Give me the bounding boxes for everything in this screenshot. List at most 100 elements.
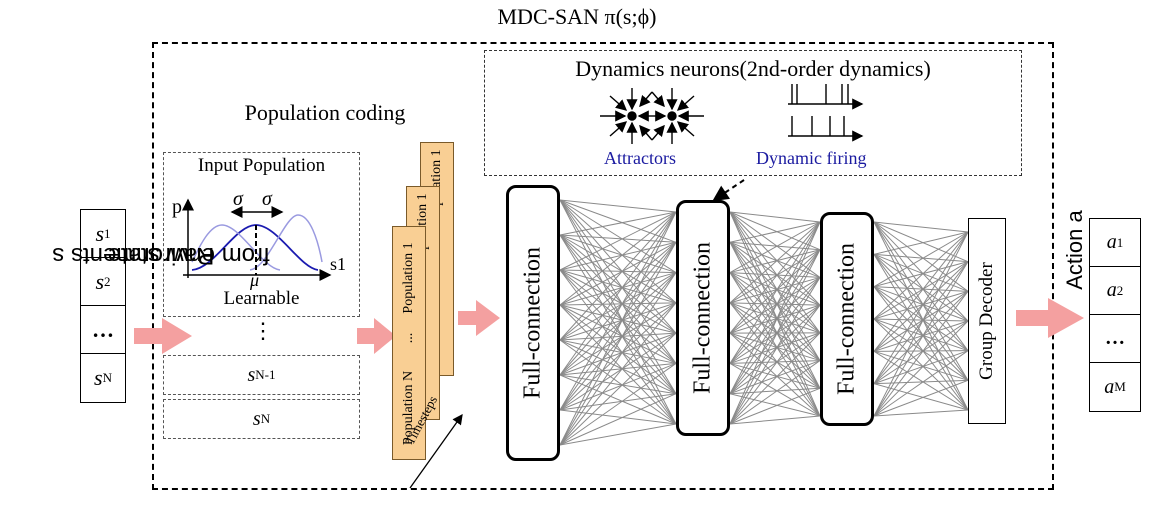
connection-line <box>873 290 969 352</box>
connection-line <box>559 374 677 395</box>
connection-line <box>729 302 821 306</box>
connection-line <box>873 286 969 411</box>
connection-line <box>873 221 969 263</box>
connection-line <box>559 339 677 364</box>
dynamic-firing-icon <box>788 84 864 142</box>
connection-line <box>729 332 821 389</box>
connection-line <box>559 272 677 411</box>
connection-line <box>729 272 821 334</box>
connection-line <box>729 249 821 274</box>
connection-line <box>729 211 821 389</box>
connection-line <box>559 272 677 376</box>
connection-line <box>873 261 969 417</box>
connection-line <box>873 253 969 322</box>
connection-line <box>559 332 677 376</box>
population-card-front: Population 1 ... Population N <box>392 226 426 460</box>
connection-line <box>559 269 677 395</box>
connection-line <box>559 374 677 425</box>
connection-line <box>559 304 677 364</box>
connection-line <box>729 387 821 425</box>
connection-line <box>729 332 821 425</box>
connection-line <box>873 254 969 411</box>
group-decoder: Group Decoder <box>968 218 1006 424</box>
dynamics-neurons-box <box>484 50 1022 176</box>
connection-line <box>559 332 677 411</box>
connection-line <box>729 304 821 425</box>
connection-line <box>559 211 677 376</box>
connection-line <box>873 286 969 352</box>
connection-line <box>873 286 969 292</box>
dynamic-firing-label: Dynamic firing <box>756 148 867 168</box>
connection-line <box>873 261 969 352</box>
connection-line <box>559 304 677 395</box>
connection-line <box>729 221 821 425</box>
connection-line <box>559 234 677 395</box>
connection-line <box>559 234 677 334</box>
attractors-icon <box>600 88 704 144</box>
connection-line <box>729 249 821 394</box>
connection-line <box>873 379 969 385</box>
connection-line <box>873 253 969 292</box>
connection-line <box>873 350 969 385</box>
connection-line <box>559 241 677 271</box>
connection-line <box>729 211 821 361</box>
connection-line <box>873 221 969 322</box>
curve-light-right <box>249 214 323 271</box>
connection-line <box>729 276 821 304</box>
connection-line <box>873 350 969 411</box>
connection-line <box>729 302 821 417</box>
connection-line <box>729 304 821 334</box>
connection-line <box>729 241 821 251</box>
connection-line <box>729 272 821 417</box>
arrow-state-to-population <box>134 318 192 354</box>
connection-line <box>729 221 821 364</box>
connection-line <box>559 269 677 425</box>
connection-line <box>729 277 821 395</box>
connection-line <box>559 423 677 446</box>
connection-line <box>729 332 821 417</box>
connection-line <box>873 231 969 417</box>
connection-line <box>559 234 677 304</box>
connection-line <box>559 234 677 364</box>
connection-line <box>729 277 821 364</box>
connection-line <box>729 211 821 417</box>
connection-line <box>729 221 821 274</box>
connection-line <box>873 221 969 411</box>
connection-line <box>559 339 677 395</box>
connection-line <box>873 261 969 288</box>
connection-line <box>559 272 677 446</box>
connection-line <box>873 290 969 320</box>
connection-line <box>559 302 677 411</box>
input-population-title: Input Population <box>197 155 326 176</box>
connection-line <box>729 272 821 389</box>
timesteps-arrow <box>409 413 463 489</box>
connection-line <box>873 261 969 320</box>
connection-line <box>729 221 821 243</box>
connection-line <box>729 387 821 395</box>
connection-line <box>729 221 821 394</box>
action-label: Action a <box>1062 210 1087 290</box>
connection-line <box>729 415 821 425</box>
arrow-population-to-cards <box>357 318 396 354</box>
diagram-title: MDC-SAN π(s;ϕ) <box>497 4 657 29</box>
connection-line <box>559 302 677 306</box>
population-coding-title: Population coding <box>244 100 406 125</box>
connection-line <box>559 393 677 446</box>
connection-line <box>559 302 677 446</box>
connection-line <box>559 269 677 274</box>
connection-line <box>729 249 821 364</box>
full-connection-layer-2: Full-connection <box>676 200 730 436</box>
connection-line <box>729 302 821 334</box>
connection-line <box>873 350 969 381</box>
connection-line <box>873 286 969 322</box>
arrow-decoder-to-action <box>1016 298 1084 338</box>
connection-line <box>729 302 821 389</box>
connection-line <box>559 362 677 411</box>
connection-line <box>559 304 677 334</box>
connection-line <box>873 320 969 352</box>
connection-line <box>559 332 677 446</box>
p-axis-label: p <box>172 196 182 218</box>
